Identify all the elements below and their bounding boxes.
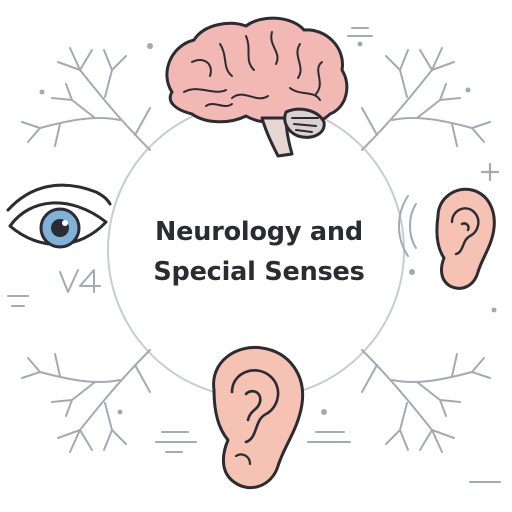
page-title: Neurology and Special Senses <box>128 212 390 292</box>
small-ear-icon <box>435 187 496 290</box>
neuron-branch-icon <box>361 349 491 453</box>
neuron-branch-icon <box>361 47 491 151</box>
decor-dot <box>321 409 327 415</box>
neuron-branch-icon <box>21 349 151 453</box>
v4-doodle <box>59 269 101 293</box>
decor-dot <box>465 87 471 93</box>
title-line-1: Neurology and <box>155 217 363 247</box>
decor-dot <box>409 269 415 275</box>
decor-dot <box>39 89 45 95</box>
eye-icon <box>6 183 112 249</box>
neuron-branch-icon <box>21 47 151 151</box>
sound-wave-icon <box>398 195 417 257</box>
dash-lines-decoration <box>347 27 373 37</box>
decor-dot <box>147 43 153 49</box>
brain-icon <box>165 16 349 158</box>
title-line-2: Special Senses <box>153 257 365 287</box>
decor-dot <box>117 409 123 415</box>
dash-lines-decoration <box>307 431 351 443</box>
plus-icon <box>480 162 500 182</box>
large-ear-icon <box>212 345 305 490</box>
dash-lines-decoration <box>7 295 29 307</box>
decor-dot <box>357 41 363 47</box>
decor-dot <box>491 307 497 313</box>
dash-lines-decoration <box>155 431 197 453</box>
